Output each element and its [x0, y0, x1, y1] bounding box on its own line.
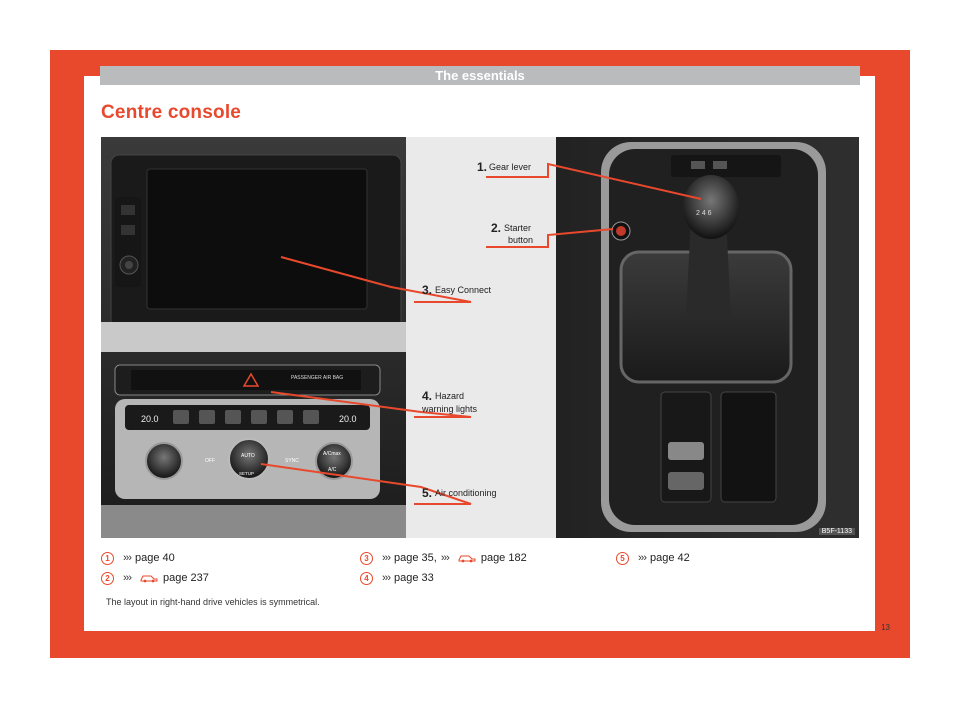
temp-right: 20.0: [339, 414, 357, 424]
console-figure: PASSENGER AIR BAG 20.0 20.0 AUTO SETUP O…: [101, 137, 859, 538]
gear-pattern: 2 4 6: [696, 210, 712, 217]
temp-left: 20.0: [141, 414, 159, 424]
ref-number: 1: [101, 551, 114, 565]
reference-item: 2 ››› page 237: [101, 568, 209, 588]
ref-link[interactable]: page 35,: [394, 552, 437, 564]
references-col-1: 1 ››› page 40 2 ››› page 237: [101, 548, 209, 588]
ref-arrow: ›››: [123, 552, 132, 564]
callout-1-text: Gear lever: [489, 162, 531, 172]
svg-text:1.: 1.: [477, 160, 487, 174]
section-header: The essentials: [100, 66, 860, 85]
page-title: Centre console: [101, 102, 242, 123]
ref-arrow: ›››: [382, 572, 391, 584]
reference-item: 1 ››› page 40: [101, 548, 209, 568]
ref-link[interactable]: page 33: [394, 572, 434, 584]
reference-item: 4 ››› page 33: [360, 568, 527, 588]
setup-label: SETUP: [239, 471, 254, 476]
ref-arrow: ›››: [123, 572, 132, 584]
callout-3-num: 3.: [422, 283, 432, 297]
reference-item: 5 ››› page 42: [616, 548, 690, 568]
passenger-airbag-label: PASSENGER AIR BAG: [291, 375, 343, 381]
ref-arrow: ›››: [440, 552, 450, 564]
ref-number: 5: [616, 551, 629, 565]
ac-label: A/C: [328, 467, 337, 473]
callout-4-text2: warning lights: [421, 404, 478, 414]
ref-number: 2: [101, 571, 114, 585]
layout-note: The layout in right-hand drive vehicles …: [106, 597, 320, 607]
callout-5-num: 5.: [422, 486, 432, 500]
console-illustration: PASSENGER AIR BAG 20.0 20.0 AUTO SETUP O…: [101, 137, 859, 538]
reference-item: 3 ››› page 35, ››› page 182: [360, 548, 527, 568]
callout-leaders: [260, 162, 702, 505]
callout-4-num: 4.: [422, 389, 432, 403]
auto-label: AUTO: [241, 453, 255, 459]
page-number: 13: [881, 623, 890, 632]
ref-link[interactable]: page 237: [163, 572, 209, 584]
ref-link[interactable]: page 40: [135, 552, 175, 564]
callout-2-num: 2.: [491, 221, 501, 235]
callout-1-num: 1.: [477, 160, 487, 174]
car-book-icon: [458, 555, 476, 563]
ref-link[interactable]: page 182: [480, 552, 527, 564]
sync-label: SYNC: [285, 458, 299, 464]
callout-2-text2: button: [508, 235, 533, 245]
references-col-3: 5 ››› page 42: [616, 548, 690, 568]
figure-id: B5F-1133: [818, 528, 855, 535]
callout-2-text1: Starter: [504, 223, 531, 233]
callout-4-text1: Hazard: [435, 391, 464, 401]
ref-link[interactable]: page 42: [650, 552, 690, 564]
callout-3-text: Easy Connect: [435, 285, 492, 295]
car-book-icon: [140, 575, 158, 583]
references-col-2: 3 ››› page 35, ››› page 182 4 ››› page 3…: [360, 548, 527, 588]
off-label: OFF: [205, 458, 215, 464]
ref-number: 4: [360, 571, 373, 585]
ref-arrow: ›››: [638, 552, 647, 564]
callout-5-text: Air conditioning: [435, 488, 497, 498]
acmax-label: A/Cmax: [323, 451, 341, 457]
ref-arrow: ›››: [382, 552, 391, 564]
ref-number: 3: [360, 551, 373, 565]
